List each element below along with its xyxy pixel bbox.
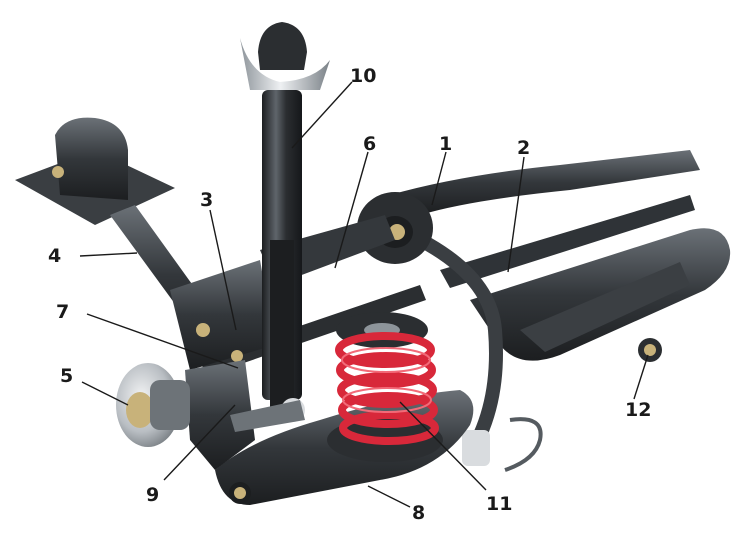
callout-11: 11 <box>486 493 512 515</box>
leader-5 <box>81 381 129 406</box>
shock-top-mount <box>240 38 330 90</box>
callout-6: 6 <box>363 133 376 155</box>
shock-absorber-lower <box>270 240 294 410</box>
link-3-bracket <box>170 260 275 370</box>
callout-5: 5 <box>60 365 73 387</box>
wheel-hub-center <box>126 392 154 428</box>
leader-6 <box>334 151 369 269</box>
leader-10 <box>291 81 353 149</box>
shock-lower-link <box>230 400 305 432</box>
coil-spring <box>335 312 439 445</box>
trailing-arm-right <box>470 228 731 361</box>
hub-body <box>150 380 190 430</box>
leader-3 <box>209 209 237 331</box>
anti-roll-bar-link <box>504 417 543 472</box>
callout-1: 1 <box>439 133 452 155</box>
leader-9 <box>163 404 236 481</box>
callout-4: 4 <box>48 245 61 267</box>
callout-12: 12 <box>625 399 651 421</box>
subframe-tube-upper <box>390 150 700 215</box>
leader-4 <box>79 252 138 257</box>
callout-9: 9 <box>146 484 159 506</box>
lateral-link-7 <box>200 285 426 376</box>
leader-1 <box>431 151 447 206</box>
bolt-3b <box>231 350 243 362</box>
callout-7: 7 <box>56 301 69 323</box>
callout-2: 2 <box>517 137 530 159</box>
bolt-8 <box>234 487 246 499</box>
shock-top-dome <box>258 22 307 70</box>
leader-12 <box>633 354 649 400</box>
bolt-3a <box>196 323 210 337</box>
leader-2 <box>507 156 525 273</box>
body-mount-block <box>55 117 128 200</box>
anti-roll-end <box>462 430 490 466</box>
callout-10: 10 <box>350 65 376 87</box>
trailing-arm-right-web <box>520 262 690 352</box>
knuckle-9 <box>185 360 255 470</box>
callout-3: 3 <box>200 189 213 211</box>
subframe-tube-lower <box>440 195 695 288</box>
assembly-shapes <box>15 22 731 505</box>
leader-lines <box>79 81 649 508</box>
callout-8: 8 <box>412 502 425 524</box>
bolt-12 <box>644 344 656 356</box>
leader-11 <box>399 401 487 491</box>
mount-bolt <box>52 166 64 178</box>
anti-roll-bar <box>393 223 503 442</box>
leader-8 <box>367 485 411 508</box>
callout-labels: 1 2 3 4 5 6 7 8 9 10 11 12 <box>48 65 651 524</box>
leader-7 <box>86 313 239 369</box>
